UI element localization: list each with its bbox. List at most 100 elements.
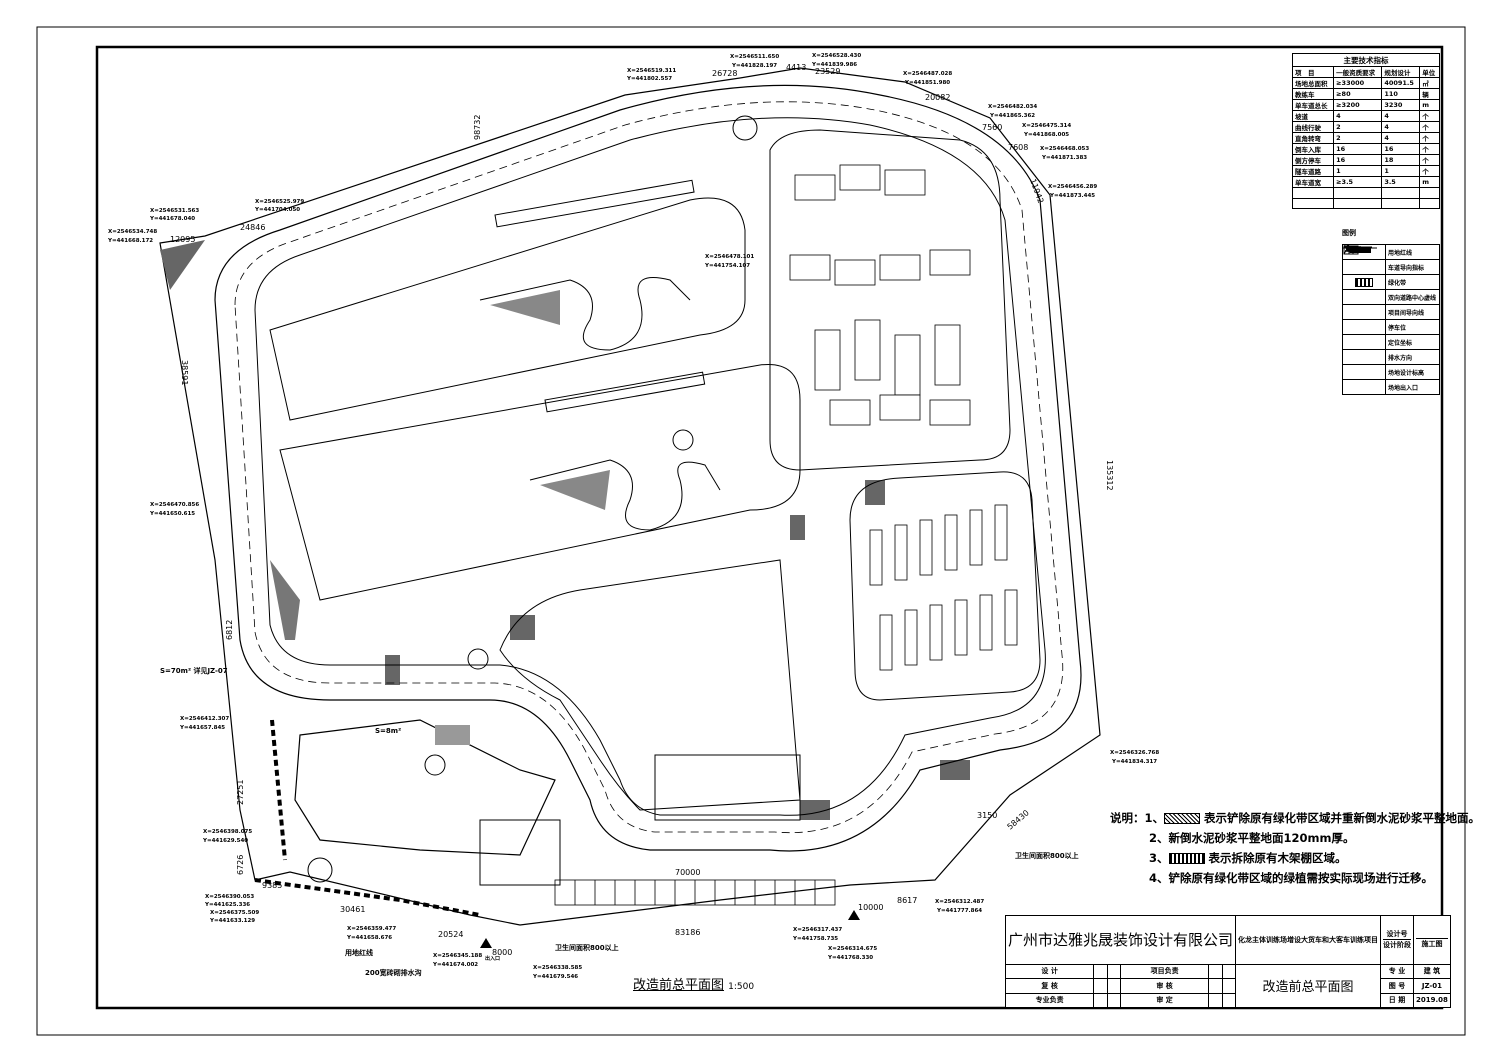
outer-track-inner — [254, 117, 1046, 816]
tech-table-cell: 场地总面积 — [1291, 77, 1335, 89]
toilet-note: 卫生间面积800以上 — [555, 943, 619, 952]
dim-label: 6726 — [236, 855, 245, 875]
coordinate-marker-icon — [1342, 246, 1386, 350]
guide-line-icon — [1342, 247, 1386, 320]
central-yard — [499, 559, 801, 811]
legend-item: 停车位 — [1342, 245, 1440, 335]
tech-table-cell: 单车道总长 — [1291, 99, 1335, 111]
coord-x: X=2546482.034 — [988, 104, 1037, 110]
legend-item: 场地出入口 — [1342, 245, 1440, 395]
tb-label: 复 核 — [1004, 978, 1095, 994]
tech-table-cell: 3.5 — [1381, 176, 1421, 188]
tech-table-cell: 3230 — [1381, 99, 1421, 111]
site-boundary-line — [159, 67, 1101, 926]
tech-header: 规划设计 — [1381, 66, 1421, 78]
coord-x: X=2546487.028 — [903, 71, 952, 77]
notes: 说明：1、 表示铲除原有绿化带区域并重新倒水泥砂浆平整地面。 2、新倒水泥砂浆平… — [1110, 808, 1480, 888]
tech-table-cell: 辆 — [1419, 88, 1440, 100]
tb-label: 专业负责 — [1004, 992, 1095, 1009]
sheet-outer-border — [36, 26, 1466, 1036]
note-1: 表示铲除原有绿化带区域并重新倒水泥砂浆平整地面。 — [1204, 811, 1481, 825]
tech-header: 单位 — [1419, 66, 1440, 78]
legend-label: 绿化带 — [1385, 274, 1440, 290]
coord-x: X=2546317.437 — [793, 927, 842, 933]
dim-label: 58430 — [1006, 808, 1031, 831]
tb-label: 审 核 — [1119, 978, 1210, 994]
training-area-upper — [269, 197, 746, 421]
coord-x: X=2546375.509 — [210, 910, 259, 916]
note-2: 2、新倒水泥砂浆平整地面120mm厚。 — [1149, 831, 1355, 845]
coord-y: Y=441679.546 — [532, 974, 578, 980]
green-belt-w — [270, 560, 300, 640]
tb-label: 设 计 — [1004, 963, 1095, 980]
tech-table-cell: ≥33000 — [1333, 77, 1383, 89]
parking-space-icon — [1342, 245, 1386, 335]
drawing-title: 改造前总平面图 1:500 — [633, 974, 754, 993]
coord-y: Y=441678.040 — [149, 216, 195, 222]
entrance-triangle-icon — [848, 910, 860, 920]
coord-y: Y=441650.615 — [149, 511, 195, 517]
wood-shed-hatch — [435, 725, 470, 745]
coord-x: X=2546359.477 — [347, 926, 396, 932]
legend-label: 场地出入口 — [1385, 379, 1440, 395]
legend-item: 定位坐标 — [1342, 246, 1440, 350]
legend-label: 车道导向指标 — [1385, 259, 1440, 275]
project-name: 化龙主体训练场增设大货车和大客车训练项目 — [1235, 915, 1382, 965]
parking-zone-south-border — [849, 471, 1041, 701]
parking-area-north — [789, 164, 971, 426]
legend-label: 用地红线 — [1385, 244, 1440, 260]
lane-arrow-icon — [1342, 244, 1386, 275]
legend-label: 定位坐标 — [1385, 334, 1440, 350]
shed-area-note: S=8m² — [375, 727, 401, 735]
drain-note: 200宽砖砌排水沟 — [365, 968, 422, 977]
coord-y: Y=441851.980 — [904, 80, 950, 86]
tech-table-cell: 1 — [1381, 165, 1421, 177]
dim-label: 24846 — [240, 223, 265, 232]
coord-y: Y=441658.676 — [346, 935, 392, 941]
green-hatch-upper — [490, 290, 560, 325]
tech-table-cell: 4 — [1381, 132, 1421, 144]
coord-y: Y=441834.317 — [1111, 759, 1157, 765]
ramp-lower — [544, 371, 706, 413]
tech-table-cell: 40091.5 — [1381, 77, 1421, 89]
tech-table-cell: ≥80 — [1333, 88, 1383, 100]
tb-label: 图 号 — [1380, 978, 1415, 994]
dim-label: 10000 — [858, 903, 883, 912]
coord-x: X=2546326.768 — [1110, 750, 1159, 756]
tech-table-cell: 110 — [1381, 88, 1421, 100]
dim-label: 8617 — [897, 896, 917, 905]
tech-header: 一般资质要求 — [1333, 66, 1383, 78]
dim-label: 70000 — [675, 868, 700, 877]
tech-table-cell: 16 — [1333, 143, 1383, 155]
red-line-note: 用地红线 — [345, 948, 373, 957]
note-4: 4、铲除原有绿化带区域的绿植需按实际现场进行迁移。 — [1149, 871, 1433, 885]
tech-table-cell: 倒车入库 — [1291, 143, 1335, 155]
legend-item: 场地设计标高 — [1342, 245, 1440, 380]
tb-label: 日 期 — [1380, 992, 1415, 1009]
green-removal-hatch-icon — [1164, 813, 1201, 824]
tech-table-cell: 个 — [1419, 165, 1440, 177]
company-name: 广州市达雅兆晟装饰设计有限公司 — [1004, 915, 1237, 965]
coord-x: X=2546312.487 — [935, 899, 984, 905]
tech-table-cell: 隧车道路 — [1291, 165, 1335, 177]
marker-circle — [307, 857, 333, 883]
yard-rect — [654, 754, 801, 821]
legend-label: 排水方向 — [1385, 349, 1440, 365]
tb-label: 审 定 — [1119, 992, 1210, 1009]
sheet-title: 改造前总平面图 — [1235, 963, 1382, 1009]
tech-table-title: 主要技术指标 — [1292, 53, 1440, 67]
entrance-triangle-icon — [480, 938, 492, 948]
coord-y: Y=441674.002 — [432, 962, 478, 968]
tech-table-cell: 4 — [1333, 110, 1383, 122]
s-curve-lower — [529, 459, 721, 531]
coord-y: Y=441633.129 — [209, 918, 255, 924]
tech-table-cell: 18 — [1381, 154, 1421, 166]
tech-table-cell: 2 — [1333, 121, 1383, 133]
